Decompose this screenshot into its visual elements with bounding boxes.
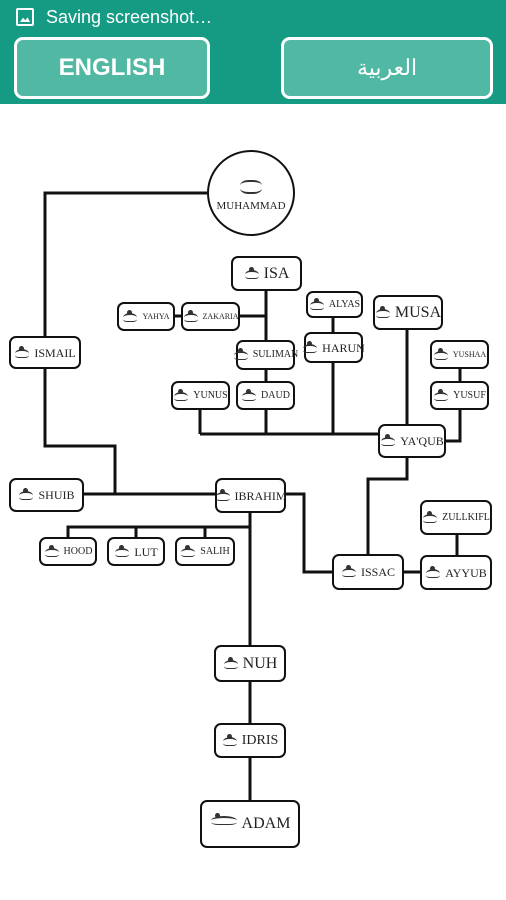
node-label: NUH xyxy=(242,654,278,672)
node-zullkifl[interactable]: ZULLKIFL xyxy=(420,500,492,535)
node-yaqub[interactable]: YA'QUB xyxy=(378,424,446,458)
node-ibrahim[interactable]: IBRAHIM xyxy=(215,478,287,513)
arabic-button[interactable]: العربية xyxy=(281,37,493,99)
english-button[interactable]: ENGLISH xyxy=(14,37,210,99)
calligraphy-icon xyxy=(14,345,30,360)
calligraphy-icon xyxy=(433,347,449,362)
calligraphy-icon xyxy=(425,565,441,580)
node-label: IBRAHIM xyxy=(234,488,287,503)
node-label: ISSAC xyxy=(360,565,395,579)
node-label: HOOD xyxy=(63,545,93,557)
calligraphy-icon xyxy=(215,488,231,503)
node-nuh[interactable]: NUH xyxy=(214,645,286,682)
node-yunus[interactable]: YUNUS xyxy=(171,381,230,410)
node-label: MUSA xyxy=(394,303,442,321)
image-icon xyxy=(16,8,34,26)
node-ismail[interactable]: ISMAIL xyxy=(9,336,81,369)
node-alyas[interactable]: ALYAS xyxy=(306,291,363,318)
node-label: SHUIB xyxy=(38,488,75,502)
node-label: YUNUS xyxy=(193,389,228,401)
node-adam[interactable]: ADAM xyxy=(200,800,300,848)
node-label: ALYAS xyxy=(328,298,361,310)
calligraphy-icon xyxy=(422,510,438,525)
calligraphy-icon xyxy=(375,305,391,320)
calligraphy-icon xyxy=(114,544,130,559)
node-label: AYYUB xyxy=(445,565,487,580)
calligraphy-icon xyxy=(173,388,189,403)
calligraphy-icon xyxy=(210,813,238,835)
status-bar: Saving screenshot… xyxy=(16,5,212,29)
node-ayyub[interactable]: AYYUB xyxy=(420,555,492,590)
calligraphy-icon xyxy=(341,565,357,579)
calligraphy-icon xyxy=(302,340,318,355)
node-harun[interactable]: HARUN xyxy=(302,332,365,363)
calligraphy-icon xyxy=(241,388,257,403)
node-label: DAUD xyxy=(261,389,290,401)
node-label: SULIMAN xyxy=(252,349,299,360)
node-label: SALIH xyxy=(200,545,230,557)
node-daud[interactable]: DAUD xyxy=(236,381,295,410)
toolbar: Saving screenshot… ENGLISH العربية xyxy=(0,0,506,104)
calligraphy-icon xyxy=(233,348,249,362)
node-label: YAHYA xyxy=(142,311,170,321)
node-issac[interactable]: ISSAC xyxy=(332,554,404,590)
node-label: ISA xyxy=(263,264,290,282)
node-label: ZULLKIFL xyxy=(442,511,490,523)
node-label: MUHAMMAD xyxy=(216,200,286,212)
calligraphy-icon xyxy=(44,544,60,559)
node-muhammad[interactable]: MUHAMMAD xyxy=(207,150,295,236)
status-text: Saving screenshot… xyxy=(46,6,213,27)
node-label: YA'QUB xyxy=(400,434,444,448)
calligraphy-icon xyxy=(222,733,238,748)
node-lut[interactable]: LUT xyxy=(107,537,165,566)
connector-issac-yaqub xyxy=(366,458,409,554)
node-shuib[interactable]: SHUIB xyxy=(9,478,84,512)
calligraphy-icon xyxy=(180,544,196,559)
calligraphy-icon xyxy=(380,434,396,448)
connector-ibrahim-issac xyxy=(286,492,332,574)
calligraphy-icon xyxy=(244,266,260,281)
node-yahya[interactable]: YAHYA xyxy=(117,302,175,331)
node-zakaria[interactable]: ZAKARIA xyxy=(181,302,240,331)
calligraphy-icon xyxy=(223,656,239,671)
node-yusuf[interactable]: YUSUF xyxy=(430,381,489,410)
connector-ismail-shuib xyxy=(43,369,117,494)
node-label: ISMAIL xyxy=(34,345,76,360)
calligraphy-icon xyxy=(18,488,34,502)
node-salih[interactable]: SALIH xyxy=(175,537,235,566)
node-musa[interactable]: MUSA xyxy=(373,295,443,330)
node-label: ZAKARIA xyxy=(202,311,239,321)
calligraphy-icon xyxy=(309,297,325,312)
node-label: YUSUF xyxy=(453,389,486,401)
calligraphy-icon xyxy=(433,388,449,403)
node-yushaa[interactable]: YUSHAA xyxy=(430,340,489,369)
node-label: YUSHAA xyxy=(452,349,487,359)
node-idris[interactable]: IDRIS xyxy=(214,723,286,758)
connector-muhammad-ismail xyxy=(43,191,207,336)
node-hood[interactable]: HOOD xyxy=(39,537,97,566)
calligraphy-icon xyxy=(183,309,199,324)
node-isa[interactable]: ISA xyxy=(231,256,302,291)
node-label: LUT xyxy=(134,544,158,559)
node-label: IDRIS xyxy=(241,732,279,748)
node-label: ADAM xyxy=(241,815,291,832)
calligraphy-icon xyxy=(122,309,138,324)
node-label: HARUN xyxy=(322,340,365,355)
node-suliman[interactable]: SULIMAN xyxy=(233,340,298,370)
calligraphy-icon xyxy=(237,174,265,196)
